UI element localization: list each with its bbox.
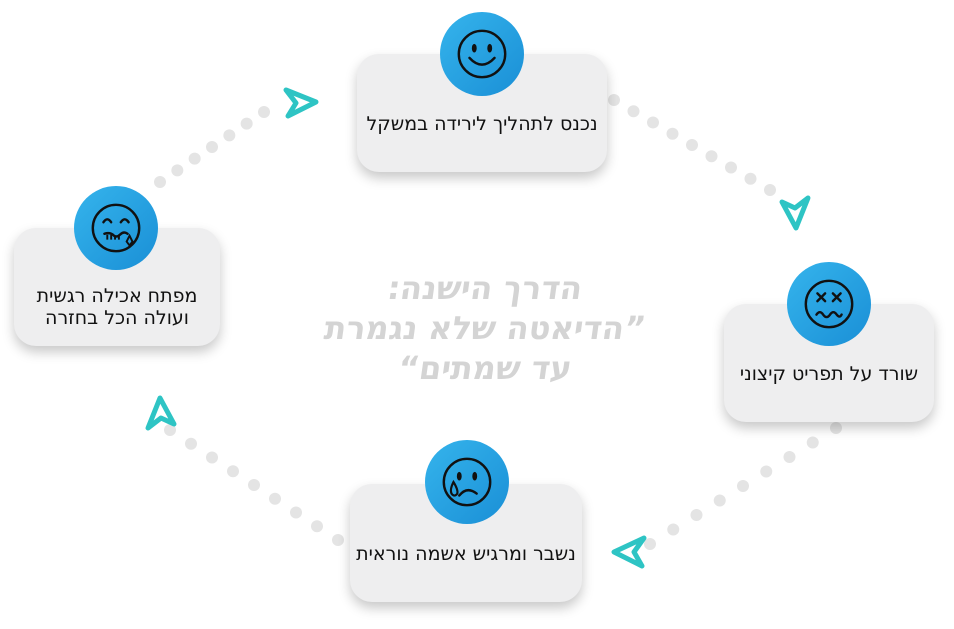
connector-dot (705, 150, 718, 163)
center-title: הדרך הישנה: ”הדיאטה שלא נגמרת עד שמתים“ (310, 268, 660, 388)
connector-dot (608, 94, 620, 106)
connector-dot (258, 106, 270, 118)
connector-dot (713, 494, 726, 507)
connector-dot (206, 451, 218, 464)
connector-dot (667, 523, 680, 536)
connector-dot (806, 436, 819, 449)
step-card-extreme-menu: שורד על תפריט קיצוני (724, 304, 934, 422)
connector-dot (690, 509, 703, 521)
step-label: נשבר ומרגיש אשמה נוראית (356, 543, 576, 565)
connector-dot (240, 117, 253, 130)
connector-dot (666, 127, 679, 140)
connector-dot (830, 422, 842, 434)
connector-dot (290, 506, 302, 519)
connector-dot (188, 152, 201, 165)
connector-dot (206, 141, 218, 153)
arrow-right-icon (779, 195, 811, 231)
step-label-line1: מפתח אכילה רגשית (36, 285, 198, 307)
connector-dot (647, 116, 659, 129)
connector-dot (223, 129, 236, 142)
connector-dot (744, 172, 757, 185)
connector-dot (185, 437, 197, 450)
step-label: שורד על תפריט קיצוני (739, 363, 919, 385)
center-title-line1: הדרך הישנה: (385, 269, 585, 307)
connector-dot (737, 480, 749, 492)
step-card-start-diet: נכנס לתהליך לירידה במשקל (357, 54, 607, 172)
connector-dot (311, 520, 323, 533)
connector-dot (154, 176, 166, 188)
connector-dot (725, 161, 737, 174)
connector-dot (644, 538, 656, 550)
connector-dot (332, 534, 344, 546)
center-title-line2: ”הדיאטה שלא נגמרת (322, 309, 648, 347)
drooling-face-icon (74, 186, 158, 270)
step-label: נכנס לתהליך לירידה במשקל (366, 113, 598, 135)
dizzy-face-icon (787, 262, 871, 346)
connector-dot (783, 451, 796, 463)
arrow-left-icon (145, 395, 177, 431)
arrow-top-icon (283, 87, 319, 119)
connector-dot (164, 424, 176, 436)
connector-dot (248, 479, 260, 491)
center-title-line3: עד שמתים“ (395, 349, 575, 387)
connector-dot (227, 465, 239, 478)
connector-dot (686, 139, 698, 151)
smile-icon (440, 12, 524, 96)
crying-face-icon (425, 440, 509, 524)
connector-dot (764, 184, 776, 196)
connector-dot (171, 164, 184, 177)
connector-dot (760, 465, 773, 478)
step-label-line2: ועולה הכל בחזרה (45, 307, 189, 329)
connector-dot (269, 492, 281, 505)
arrow-bottom-icon (611, 535, 647, 569)
connector-dot (627, 105, 640, 118)
